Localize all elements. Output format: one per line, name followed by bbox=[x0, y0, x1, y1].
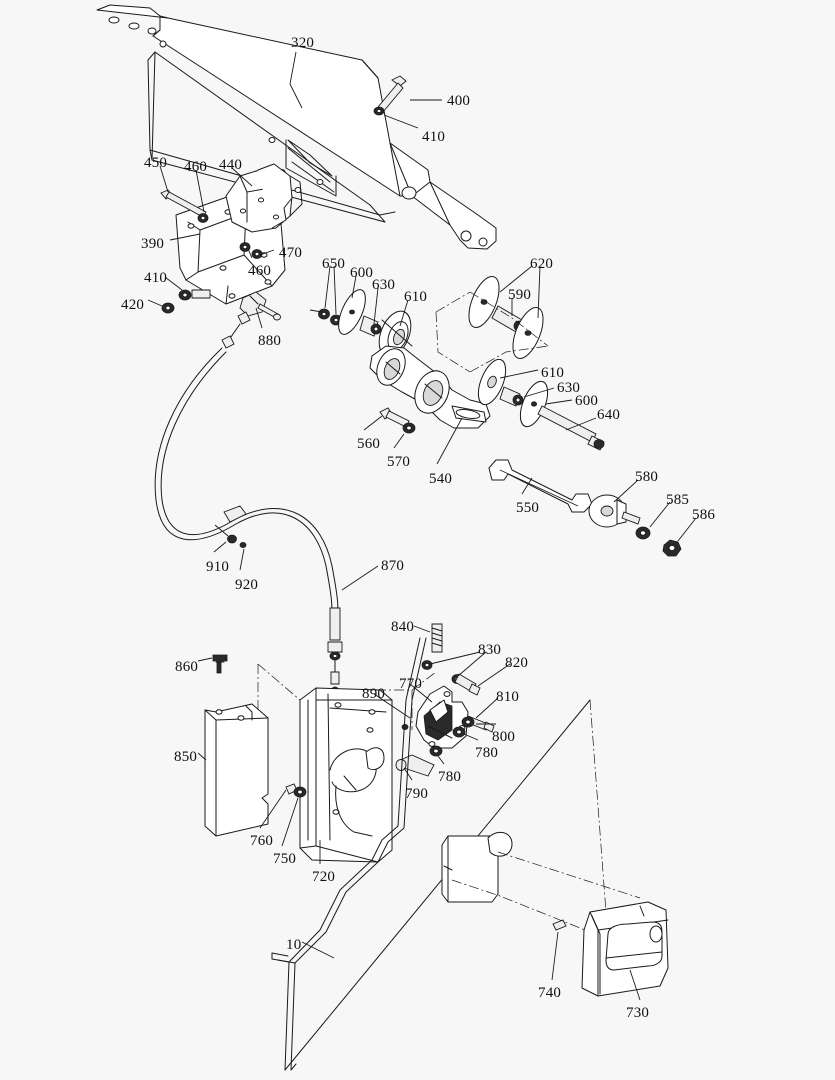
callout-870: 870 bbox=[381, 558, 405, 574]
callout-880: 880 bbox=[258, 333, 282, 349]
callout-560: 560 bbox=[357, 436, 381, 452]
callout-410: 410 bbox=[144, 270, 168, 286]
part-440-bracket bbox=[225, 163, 303, 233]
part-group-620-590 bbox=[435, 276, 549, 373]
callout-830: 830 bbox=[478, 642, 502, 658]
part-870-control-cable bbox=[154, 347, 343, 694]
callout-450: 450 bbox=[144, 155, 168, 171]
fastener-cluster-upper-left bbox=[160, 189, 263, 314]
part-790-pin bbox=[395, 754, 435, 777]
callout-586: 586 bbox=[692, 507, 716, 523]
part-400-bolt bbox=[373, 75, 407, 116]
callout-10: 10 bbox=[286, 937, 302, 953]
callout-750: 750 bbox=[273, 851, 297, 867]
callout-910: 910 bbox=[206, 559, 230, 575]
part-580-bushing bbox=[588, 494, 682, 557]
callout-850: 850 bbox=[174, 749, 198, 765]
callout-720: 720 bbox=[312, 869, 336, 885]
callout-650: 650 bbox=[322, 256, 346, 272]
part-group-lower-pulley bbox=[477, 358, 605, 451]
callout-800: 800 bbox=[492, 729, 516, 745]
part-720-housing bbox=[257, 663, 393, 863]
callout-460: 460 bbox=[184, 159, 208, 175]
part-540-pivot-housing bbox=[369, 345, 491, 429]
fastener-560-570 bbox=[379, 407, 416, 434]
callout-740: 740 bbox=[538, 985, 562, 1001]
callout-550: 550 bbox=[516, 500, 540, 516]
callout-400: 400 bbox=[447, 93, 471, 109]
callout-390: 390 bbox=[141, 236, 165, 252]
part-320-boom-arm bbox=[96, 4, 497, 250]
callout-610: 610 bbox=[541, 365, 565, 381]
callout-760: 760 bbox=[250, 833, 274, 849]
callout-810: 810 bbox=[496, 689, 520, 705]
part-880-cable-end bbox=[221, 291, 281, 349]
callout-860: 860 bbox=[175, 659, 199, 675]
callout-790: 790 bbox=[405, 786, 429, 802]
part-840-spring bbox=[431, 623, 443, 653]
part-860-screw bbox=[212, 654, 228, 674]
fastener-820-830 bbox=[421, 660, 481, 696]
callout-470: 470 bbox=[279, 245, 303, 261]
callout-920: 920 bbox=[235, 577, 259, 593]
callout-600: 600 bbox=[575, 393, 599, 409]
callout-780: 780 bbox=[475, 745, 499, 761]
callout-780: 780 bbox=[438, 769, 462, 785]
callout-840: 840 bbox=[391, 619, 415, 635]
callout-630: 630 bbox=[372, 277, 396, 293]
callout-580: 580 bbox=[635, 469, 659, 485]
part-730-cover bbox=[581, 901, 669, 997]
callout-540: 540 bbox=[429, 471, 453, 487]
callout-640: 640 bbox=[597, 407, 621, 423]
fastener-780-800-810 bbox=[429, 715, 495, 757]
part-10-frame-plate bbox=[271, 637, 591, 1071]
callout-585: 585 bbox=[666, 492, 690, 508]
part-740-hinge-cover bbox=[441, 699, 641, 941]
callout-600: 600 bbox=[350, 265, 374, 281]
callout-890: 890 bbox=[362, 686, 386, 702]
callout-590: 590 bbox=[508, 287, 532, 303]
fastener-750-760 bbox=[285, 783, 307, 798]
callout-440: 440 bbox=[219, 157, 243, 173]
callout-770: 770 bbox=[399, 676, 423, 692]
callout-420: 420 bbox=[121, 297, 145, 313]
callout-730: 730 bbox=[626, 1005, 650, 1021]
callout-610: 610 bbox=[404, 289, 428, 305]
part-group-upper-pulley bbox=[309, 289, 413, 358]
callout-410: 410 bbox=[422, 129, 446, 145]
callout-320: 320 bbox=[291, 35, 315, 51]
leader-lines bbox=[147, 51, 697, 1001]
callout-620: 620 bbox=[530, 256, 554, 272]
callout-630: 630 bbox=[557, 380, 581, 396]
callout-820: 820 bbox=[505, 655, 529, 671]
callout-460: 460 bbox=[248, 263, 272, 279]
callout-570: 570 bbox=[387, 454, 411, 470]
part-850-cover-panel bbox=[204, 703, 269, 837]
part-550-link-rod bbox=[488, 459, 593, 513]
